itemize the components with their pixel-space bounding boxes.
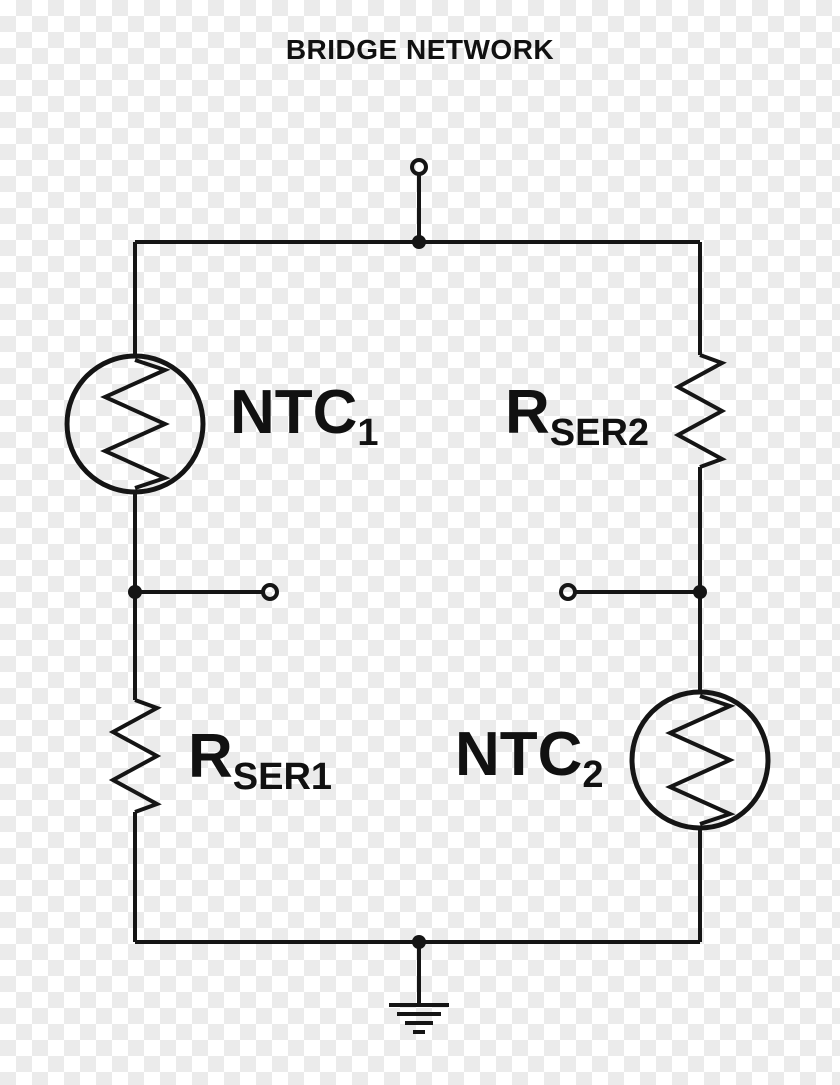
- ntc1-label-main: NTC: [230, 378, 358, 447]
- rser1-label-main: R: [188, 722, 233, 791]
- right-tap-junction-dot: [693, 585, 707, 599]
- left-bridge-tap: [128, 583, 279, 601]
- top-rail: [135, 235, 700, 249]
- ntc1-label-subscript: 1: [357, 412, 379, 454]
- rser1-label: RSER1: [188, 726, 332, 797]
- rser2-label: RSER2: [505, 382, 649, 453]
- top-junction-dot: [412, 235, 426, 249]
- right-tap-terminal: [559, 583, 577, 601]
- rser1-label-subscript: SER1: [232, 756, 333, 798]
- ntc2-thermistor-symbol: [629, 689, 771, 831]
- rser2-resistor-symbol: [673, 353, 727, 469]
- rser1-resistor-symbol: [108, 698, 162, 814]
- ground-symbol: [389, 942, 449, 1034]
- rser2-label-main: R: [505, 378, 550, 447]
- rser2-label-subscript: SER2: [549, 412, 650, 454]
- ntc2-label-main: NTC: [455, 720, 583, 789]
- ntc1-label: NTC1: [230, 382, 379, 453]
- left-tap-terminal: [261, 583, 279, 601]
- ntc2-label-subscript: 2: [582, 754, 604, 796]
- ntc2-label: NTC2: [455, 724, 604, 795]
- right-bridge-tap: [559, 583, 707, 601]
- ntc1-thermistor-symbol: [64, 353, 206, 495]
- top-terminal: [410, 158, 428, 242]
- diagram-title: BRIDGE NETWORK: [285, 34, 555, 65]
